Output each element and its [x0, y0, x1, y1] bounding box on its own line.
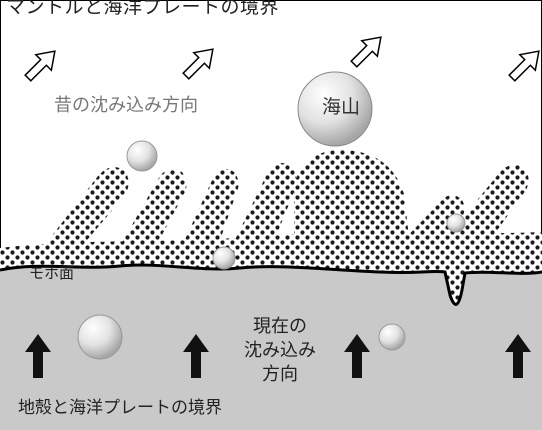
dotted-plate [0, 150, 542, 305]
up-right-hollow-arrow-icon [508, 50, 540, 82]
seamount-label: 海山 [322, 96, 361, 118]
up-solid-arrow-icon [25, 334, 51, 378]
past-subduction-label: 昔の沈み込み方向 [54, 95, 198, 116]
crust-sphere [378, 323, 406, 351]
small-sphere [212, 246, 236, 270]
mantle-boundary-label: マントルと海洋プレートの境界 [6, 0, 280, 18]
moho-boundary-line [0, 263, 542, 306]
small-sphere [126, 140, 158, 172]
present-label-line1: 現在の [253, 316, 307, 337]
up-right-hollow-arrow-icon [24, 50, 56, 82]
present-label-line3: 方向 [262, 364, 298, 385]
moho-label: モホ面 [29, 264, 75, 282]
small-sphere [446, 213, 466, 233]
up-solid-arrow-icon [183, 334, 209, 378]
up-solid-arrow-icon [505, 334, 531, 378]
crust-region [0, 265, 542, 430]
present-subduction-label: 現在の 沈み込み 方向 [244, 315, 316, 387]
crust-boundary-label: 地殻と海洋プレートの境界 [18, 398, 222, 418]
up-solid-arrow-icon [344, 334, 370, 378]
seamount-sphere [297, 71, 373, 147]
crust-sphere [77, 314, 123, 360]
present-label-line2: 沈み込み [244, 340, 316, 361]
up-right-hollow-arrow-icon [182, 48, 214, 80]
up-right-hollow-arrow-icon [350, 36, 382, 68]
